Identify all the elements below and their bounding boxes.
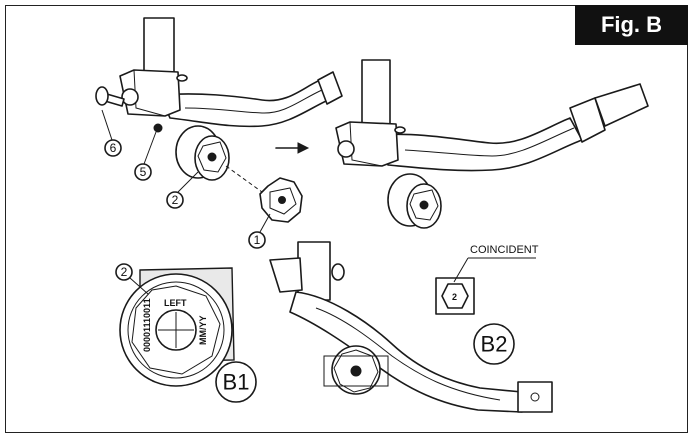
nut-5 xyxy=(153,123,163,133)
callout-1: 1 xyxy=(254,233,261,247)
figure-label: Fig. B xyxy=(575,5,688,45)
callout-5: 5 xyxy=(140,165,147,179)
leg-collar-left xyxy=(317,71,343,105)
callout-1-circle xyxy=(248,231,266,249)
assembly-dashline xyxy=(225,165,263,193)
leader-1 xyxy=(259,213,271,233)
leg-arm-right-slot xyxy=(404,127,575,157)
knob-1-hex xyxy=(269,187,297,215)
knob-1 xyxy=(259,177,303,223)
knob-socket-2-hex xyxy=(197,141,227,173)
b2-nut xyxy=(331,263,345,281)
b2-inset-mark: 2 xyxy=(452,292,457,302)
step-arrow xyxy=(275,142,310,154)
callout-6-circle xyxy=(104,139,122,157)
leader-5 xyxy=(143,131,157,165)
b1-label-circle xyxy=(215,361,257,403)
clamp-block-left-edge xyxy=(133,69,166,117)
detail-label-b2: B2 xyxy=(481,332,508,357)
callout-5-circle xyxy=(134,163,152,181)
b2-leg-slot xyxy=(315,307,501,401)
bolt-6-head xyxy=(95,86,109,106)
b1-code-marking: 00001110011 xyxy=(142,298,152,352)
assembly-after xyxy=(335,59,649,229)
figure-border xyxy=(5,5,688,433)
knob-installed-center xyxy=(419,200,429,210)
b1-date-marking: MM/YY xyxy=(198,315,208,345)
b1-knob-poly xyxy=(131,285,221,375)
b1-center-boss xyxy=(155,309,197,351)
knob-socket-2-center xyxy=(207,152,217,162)
b2-clamp xyxy=(269,257,303,293)
callout-b1-2: 2 xyxy=(121,265,128,279)
b2-label-circle xyxy=(473,323,515,365)
detail-b1: LEFT 00001110011 MM/YY 2 B1 xyxy=(115,263,257,403)
leg-arm-left-slot xyxy=(184,89,323,114)
top-nut-right xyxy=(394,126,406,134)
leader-2 xyxy=(177,171,199,193)
callout-2-circle xyxy=(166,191,184,209)
leg-extension-right xyxy=(594,83,649,127)
callout-b1-2-circle xyxy=(115,263,133,281)
b2-end-hole xyxy=(530,392,540,402)
callout-6: 6 xyxy=(110,141,117,155)
arrow-head xyxy=(297,142,310,154)
leader-6 xyxy=(101,109,113,141)
coincident-leader xyxy=(453,257,469,283)
leg-collar-right xyxy=(569,97,606,143)
detail-b2: 2 COINCIDENT B2 xyxy=(269,241,553,413)
b2-inset-hex xyxy=(441,283,469,309)
clamp-hole-left xyxy=(121,88,139,106)
knob-1-center xyxy=(278,196,286,204)
clamp-hole-right xyxy=(337,140,355,158)
callouts: 6 5 2 1 xyxy=(101,109,271,249)
detail-label-b1: B1 xyxy=(223,370,250,395)
knob-installed-hex xyxy=(409,189,439,221)
b2-knob-poly xyxy=(333,349,379,393)
top-nut-left xyxy=(176,74,188,82)
b2-leg-end xyxy=(517,381,553,413)
assembly-before xyxy=(95,17,343,223)
callout-2: 2 xyxy=(172,193,179,207)
coincident-note: COINCIDENT xyxy=(470,244,539,256)
b2-knob-center xyxy=(350,365,362,377)
leg-arm-right xyxy=(379,117,583,172)
b2-tube xyxy=(297,241,331,301)
leg-arm-left xyxy=(159,77,336,128)
b1-side-marking: LEFT xyxy=(164,298,187,308)
clamp-block-right-edge xyxy=(349,121,383,167)
b2-zoom-box xyxy=(323,355,389,387)
leader-b1-2 xyxy=(129,277,149,295)
b1-knob-ring xyxy=(127,281,225,379)
